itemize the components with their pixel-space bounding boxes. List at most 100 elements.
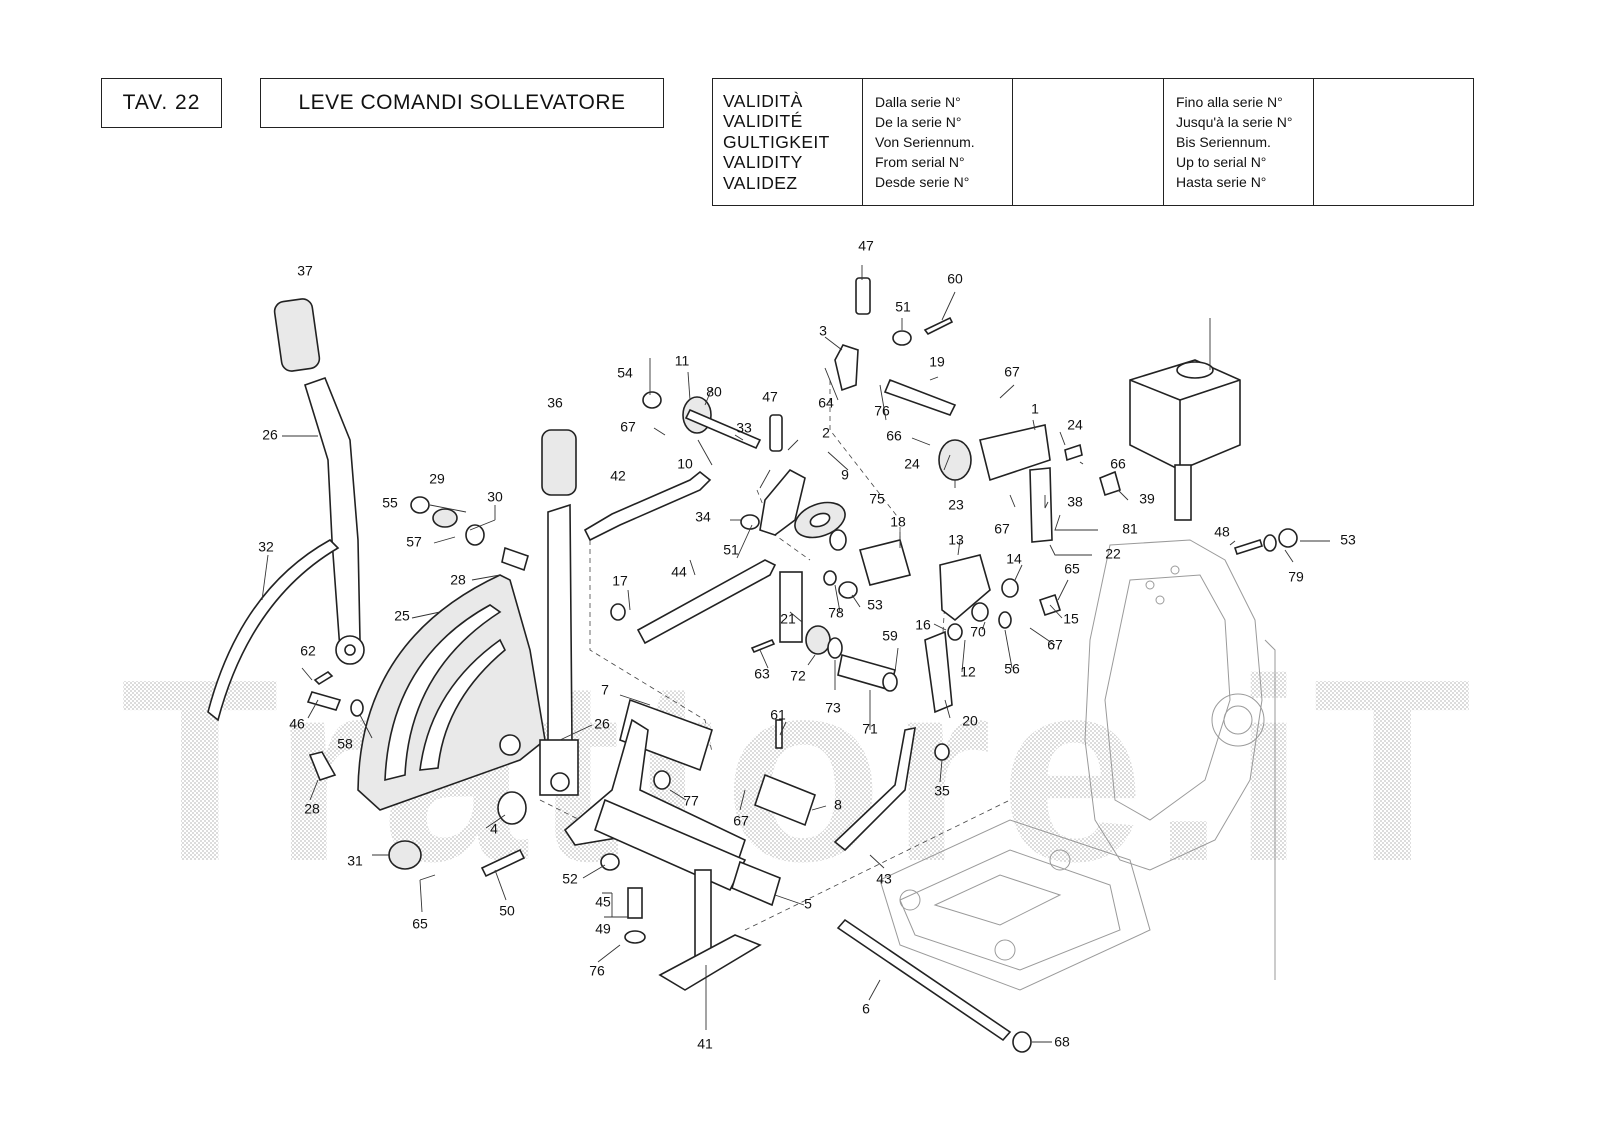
validity-from-labels: Dalla serie N° De la serie N° Von Serien…: [863, 79, 1013, 205]
to-label: Bis Seriennum.: [1176, 134, 1271, 150]
part-label-18: 18: [890, 514, 906, 530]
block-13: [939, 554, 991, 622]
part-label-66b: 66: [1110, 456, 1126, 472]
part-label-56: 56: [1004, 661, 1020, 677]
to-label: Up to serial N°: [1176, 154, 1267, 170]
part-label-3: 3: [819, 323, 827, 339]
valve-knob: [1176, 361, 1214, 379]
lever-20: [924, 630, 953, 714]
part-label-11: 11: [675, 353, 690, 369]
pin-29: [501, 546, 529, 572]
part-label-16: 16: [915, 617, 931, 633]
part-label-20: 20: [962, 713, 978, 729]
pin-60: [923, 316, 954, 336]
bolt-34: [684, 408, 762, 450]
part-label-58: 58: [337, 736, 353, 752]
part-label-64: 64: [818, 395, 834, 411]
lever-hub-hole: [550, 772, 570, 792]
part-label-63: 63: [754, 666, 770, 682]
part-label-60: 60: [947, 271, 963, 287]
sector-hole: [499, 734, 521, 756]
sector-slot-outer: [384, 604, 502, 782]
pin-6: [836, 918, 1012, 1042]
lever-knob-38: [273, 298, 321, 372]
part-label-42: 42: [610, 468, 626, 484]
part-label-26: 26: [594, 716, 610, 732]
bolt-47: [769, 414, 783, 452]
part-label-61: 61: [770, 707, 786, 723]
part-label-73: 75: [869, 491, 885, 507]
part-label-10: 10: [677, 456, 693, 472]
lever-3: [834, 344, 859, 392]
part-label-23: 23: [948, 497, 964, 513]
part-label-32: 31: [347, 853, 363, 869]
bushing-5: [731, 860, 781, 907]
part-label-49: 50: [499, 903, 515, 919]
part-label-69: 70: [970, 624, 986, 640]
part-label-78: 80: [706, 384, 722, 400]
gasket-hole: [809, 512, 831, 528]
part-label-51b: 51: [895, 299, 911, 315]
bush-14: [1001, 578, 1019, 598]
from-label: De la serie N°: [875, 114, 962, 130]
part-label-67e: 67: [733, 813, 749, 829]
part-label-55: 55: [382, 495, 398, 511]
part-label-21: 21: [780, 611, 796, 627]
part-label-47b: 47: [858, 238, 874, 254]
pin-63: [750, 638, 776, 654]
sector-slot-inner: [419, 638, 506, 771]
part-label-48: 49: [595, 921, 611, 937]
nut-52: [600, 853, 620, 871]
part-label-40: 39: [1139, 491, 1155, 507]
bolt-50: [1233, 538, 1264, 556]
link-rod-42: [583, 470, 712, 542]
part-label-1: 1: [1031, 401, 1039, 417]
part-label-57: 57: [406, 534, 422, 550]
part-label-67a: 67: [620, 419, 636, 435]
knob-32: [388, 840, 422, 870]
part-label-14: 14: [1006, 551, 1022, 567]
part-label-7: 7: [601, 682, 609, 698]
spool-18: [859, 539, 911, 586]
control-lever-26: [547, 503, 573, 751]
bush-40: [1099, 470, 1121, 497]
part-label-50: 48: [1214, 524, 1230, 540]
spring-30: [432, 508, 458, 528]
control-lever-27: [304, 376, 361, 652]
nut-51: [740, 514, 760, 530]
part-label-70: 71: [862, 721, 878, 737]
part-label-71: 72: [790, 668, 806, 684]
plate-22: [1029, 467, 1053, 543]
part-label-53c: 53: [1340, 532, 1356, 548]
part-label-44: 44: [671, 564, 687, 580]
bushing-8: [754, 773, 816, 827]
pin-28: [308, 751, 337, 781]
ring-56: [998, 611, 1012, 629]
part-label-25: 25: [394, 608, 410, 624]
validity-heading: VALIDITY: [723, 152, 803, 173]
pin-62: [313, 670, 334, 686]
part-labels: 37 26 32 25 28 29 30 55 57 36 26 42 17 4…: [258, 238, 1356, 1052]
part-label-53a: 53: [867, 597, 883, 613]
part-label-47a: 47: [762, 389, 778, 405]
part-label-45: 45: [595, 894, 611, 910]
bushing-7: [619, 698, 713, 772]
validity-heading: VALIDEZ: [723, 172, 798, 193]
part-label-33: 32: [258, 539, 274, 555]
bush-69: [971, 602, 989, 622]
washer-77: [823, 570, 837, 586]
ring-73: [829, 529, 847, 551]
fork-1: [979, 424, 1051, 482]
validity-to-labels: Fino alla serie N° Jusqu'à la serie N° B…: [1164, 79, 1314, 205]
part-label-65a: 65: [1064, 561, 1080, 577]
validity-headings: VALIDITÀ VALIDITÉ GULTIGKEIT VALIDITY VA…: [713, 79, 863, 205]
bush-16: [947, 623, 963, 641]
plug-36: [934, 743, 950, 761]
part-label-41: 41: [697, 1036, 713, 1052]
cam-plate-2: [759, 468, 806, 536]
part-label-52: 52: [562, 871, 578, 887]
lever-eye-hole: [344, 644, 356, 656]
scale-strip-33: [207, 539, 340, 722]
part-label-34: 33: [736, 420, 752, 436]
nut-51-top: [892, 330, 912, 346]
